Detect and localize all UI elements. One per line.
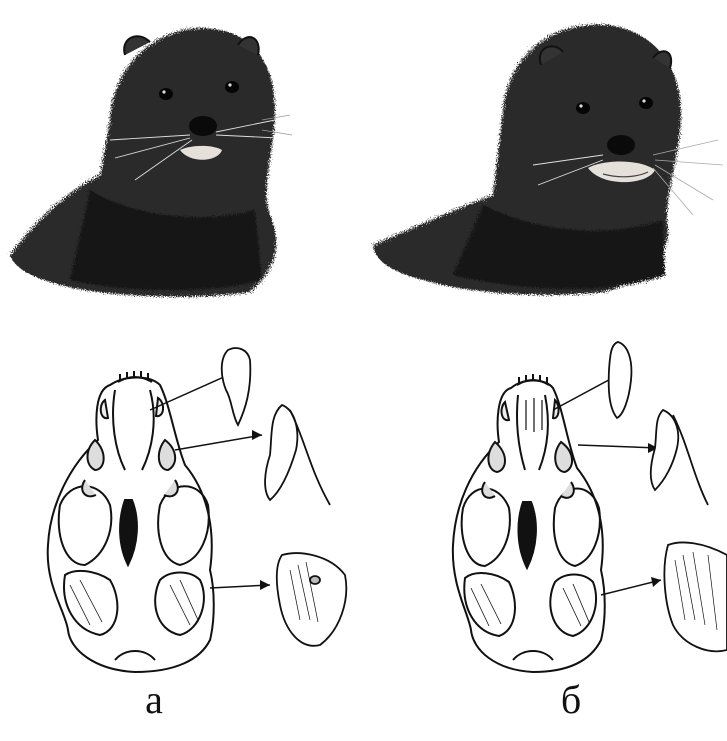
panel-b-label: б xyxy=(541,676,601,724)
mink-head-illustration-b xyxy=(363,0,727,320)
panel-a: а xyxy=(0,0,363,741)
mink-head-illustration-a xyxy=(0,0,363,320)
panel-a-label: а xyxy=(124,676,184,724)
skull-diagram-b xyxy=(363,330,727,675)
skull-diagram-a xyxy=(0,330,363,675)
panel-b: б xyxy=(363,0,727,741)
